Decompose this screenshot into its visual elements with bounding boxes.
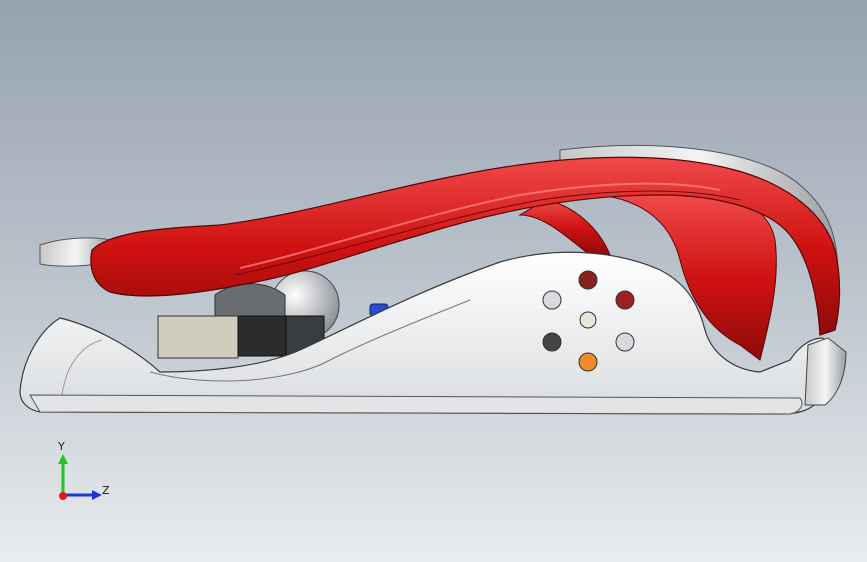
z-axis-arrow-icon <box>92 490 102 500</box>
rear-end-cap <box>804 337 847 406</box>
origin-icon <box>59 492 67 500</box>
hole-center <box>579 311 597 329</box>
coordinate-triad: Y Z <box>48 440 118 510</box>
handle-highlight <box>239 182 721 269</box>
hole-right-bottom <box>615 332 635 352</box>
y-axis-arrow-icon <box>58 454 68 464</box>
spring-block-left <box>157 315 239 359</box>
z-axis-label: Z <box>102 484 110 497</box>
hole-pattern <box>542 270 635 372</box>
triad-arrows <box>58 454 102 500</box>
hole-top <box>578 270 598 290</box>
hole-left-top <box>542 290 562 310</box>
hole-bottom <box>578 352 598 372</box>
base-groove <box>149 299 471 382</box>
red-rib-arch <box>599 194 777 361</box>
spring-block-mid <box>237 315 287 357</box>
y-axis-label: Y <box>58 440 65 453</box>
handle-inner-edge <box>234 190 741 276</box>
red-handle <box>90 156 841 336</box>
hole-left-bottom <box>542 332 562 352</box>
roller-cup <box>214 283 286 321</box>
front-curve-detail <box>61 339 103 396</box>
base-bottom-plate <box>29 394 803 415</box>
hole-right-top <box>615 290 635 310</box>
